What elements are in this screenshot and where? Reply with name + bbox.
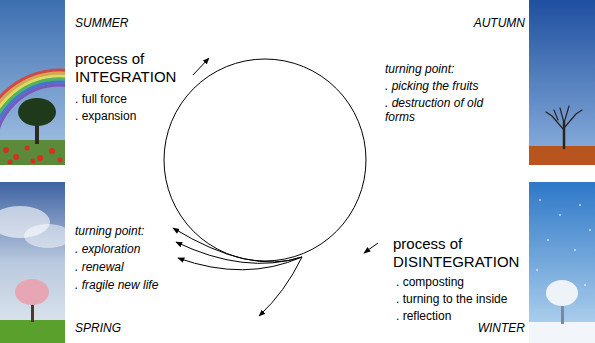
bullet-item: . expansion — [75, 109, 185, 123]
autumn-photo — [529, 0, 595, 165]
bullet-item: . full force — [75, 92, 185, 106]
season-cycle — [164, 59, 366, 261]
spring-photo — [0, 182, 65, 343]
bullet-item: . destruction of old forms — [385, 96, 505, 125]
season-name: AUTUMN — [430, 16, 525, 30]
season-name: SPRING — [75, 321, 165, 335]
bullet-item: . turning to the inside — [396, 292, 526, 306]
turning-point-heading: turning point: — [385, 62, 520, 76]
season-name: WINTER — [430, 321, 525, 335]
bullet-item: . fragile new life — [75, 278, 173, 292]
bullet-item: . picking the fruits — [385, 79, 525, 93]
bullet-item: . exploration — [75, 242, 170, 256]
cycle-arrows — [173, 58, 378, 316]
bullet-item: . composting — [396, 275, 526, 289]
turning-point-heading: turning point: — [75, 224, 170, 238]
bullet-item: . renewal — [75, 260, 170, 274]
winter-photo — [529, 182, 595, 343]
season-name: SUMMER — [75, 16, 165, 30]
process-heading: process of DISINTEGRATION — [393, 235, 525, 271]
summer-photo — [0, 0, 65, 165]
process-heading: process of INTEGRATION — [75, 50, 185, 86]
